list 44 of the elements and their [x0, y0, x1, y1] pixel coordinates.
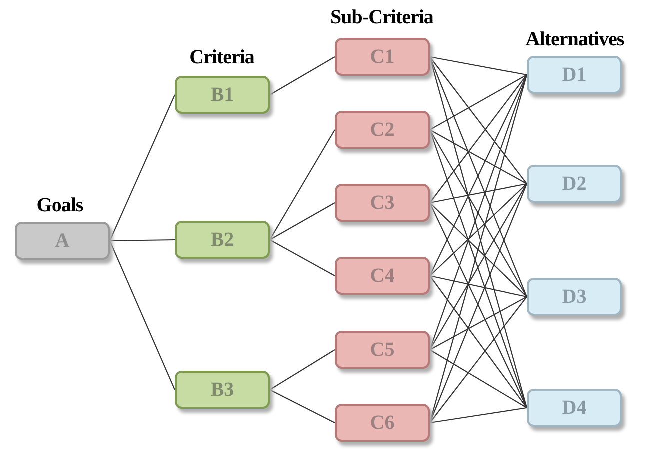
connector-line	[430, 276, 528, 408]
node-box: D1	[527, 56, 622, 94]
node-box: C1	[335, 38, 430, 76]
connector-line	[430, 202, 528, 298]
connector-line	[430, 184, 528, 350]
node-box: C6	[335, 404, 430, 442]
connector-line	[110, 239, 175, 242]
connector-line	[270, 130, 336, 240]
connector-line	[110, 94, 176, 242]
connector-line	[430, 183, 528, 204]
connector-line	[430, 275, 528, 298]
connector-line	[270, 390, 336, 424]
node-box: D3	[527, 278, 622, 316]
connector-line	[270, 240, 336, 276]
node-box: C2	[335, 111, 430, 149]
connector-line	[430, 74, 528, 130]
column-heading: Criteria	[190, 46, 254, 70]
connector-line	[270, 56, 336, 96]
connector-line	[430, 350, 528, 408]
connector-line	[430, 407, 528, 424]
connector-line	[430, 130, 528, 298]
connector-line	[110, 240, 176, 390]
connector-line	[270, 350, 336, 390]
connector-line	[430, 56, 528, 76]
connector-line	[430, 56, 528, 298]
node-box: B3	[175, 371, 270, 409]
node-box: D4	[527, 389, 622, 427]
node-box: A	[15, 222, 110, 260]
connector-line	[270, 202, 336, 240]
node-box: B2	[175, 221, 270, 259]
node-box: C5	[335, 331, 430, 369]
node-box: B1	[175, 76, 270, 114]
column-heading: Goals	[36, 194, 84, 218]
node-box: C4	[335, 257, 430, 295]
node-box: D2	[527, 165, 622, 203]
connector-line	[430, 296, 528, 350]
connector-line	[430, 56, 528, 184]
connector-line	[430, 296, 528, 424]
connector-line	[430, 130, 528, 184]
connector-line	[430, 184, 528, 276]
node-box: C3	[335, 184, 430, 222]
connector-line	[430, 74, 528, 204]
column-heading: Alternatives	[526, 28, 624, 52]
column-heading: Sub-Criteria	[330, 6, 434, 30]
